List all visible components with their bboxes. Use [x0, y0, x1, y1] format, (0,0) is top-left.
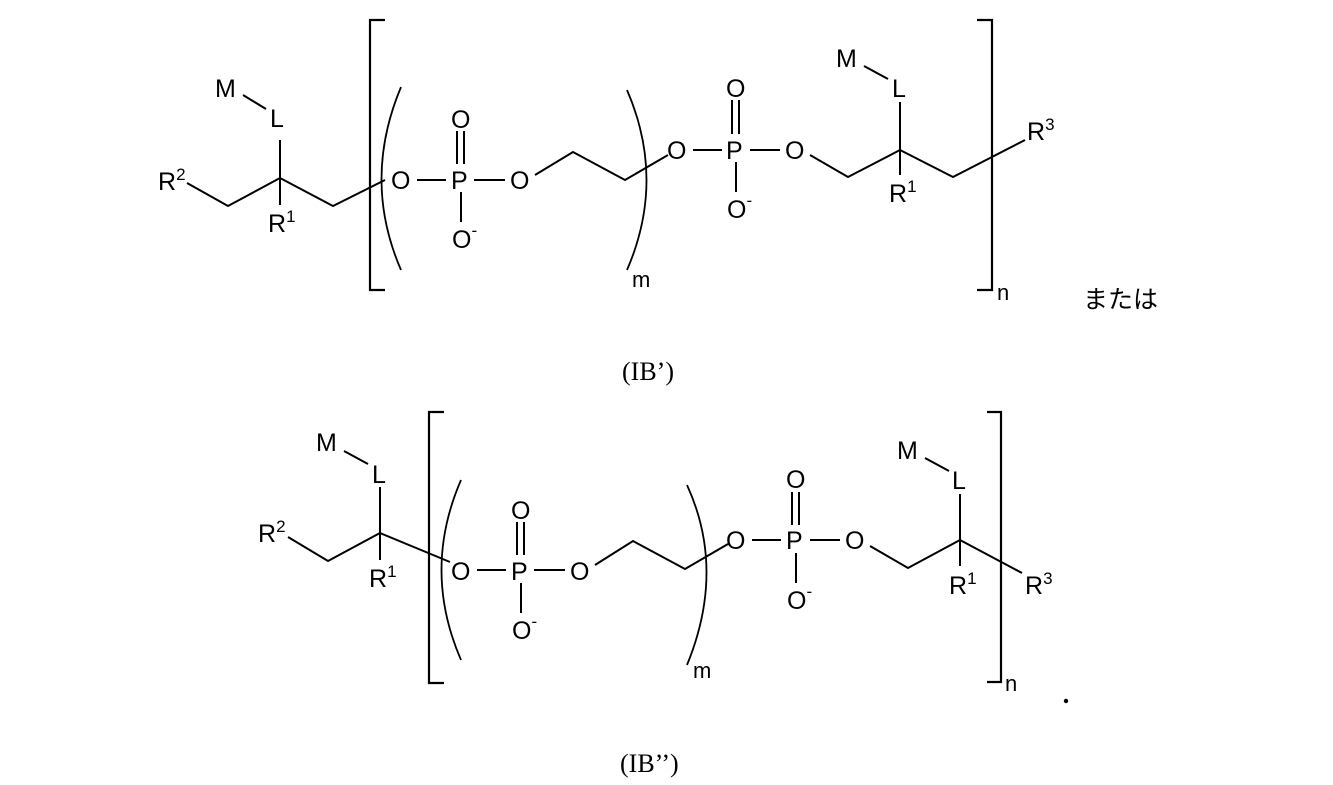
o3-label: O: [726, 527, 745, 555]
right-paren: [626, 89, 648, 271]
p2-label: P: [726, 137, 743, 165]
backbone-bond-left: [186, 176, 386, 208]
left-paren: [440, 479, 462, 661]
left-square-bracket: [427, 410, 444, 685]
m-l-bond-right: [863, 65, 889, 80]
l-label-left: L: [372, 461, 386, 489]
caption-ib-prime: (IB’): [622, 357, 674, 386]
m-l-bond-left: [343, 450, 369, 465]
p2-anion-label: O-: [727, 191, 752, 224]
o1-label: O: [391, 167, 410, 195]
right-square-bracket: [987, 410, 1003, 684]
left-paren: [380, 86, 402, 271]
r3-label: R3: [1027, 115, 1055, 146]
o2-label: O: [570, 558, 589, 586]
p1-label: P: [451, 167, 468, 195]
o3-label: O: [667, 137, 686, 165]
m-label-left: M: [316, 429, 337, 457]
terminal-period: [1063, 698, 1069, 704]
m-l-bond-right: [924, 457, 950, 472]
r2-label: R2: [258, 517, 286, 548]
ethylene-bond: [594, 539, 729, 571]
r3-label: R3: [1025, 569, 1053, 600]
repeat-m-label: m: [693, 658, 711, 683]
m-label-right: M: [897, 437, 918, 465]
right-square-bracket: [977, 18, 994, 292]
repeat-n-label: n: [997, 280, 1009, 305]
p1-anion-label: O-: [512, 612, 537, 645]
left-square-bracket: [368, 18, 385, 292]
r2-label: R2: [158, 165, 186, 196]
r1-label-left: R1: [268, 207, 296, 238]
conjunction-label: または: [1083, 285, 1158, 314]
ethylene-bond: [534, 150, 669, 182]
o4-label: O: [845, 527, 864, 555]
l-label-right: L: [892, 75, 906, 103]
r1-label-left: R1: [369, 562, 397, 593]
repeat-n-label: n: [1005, 671, 1017, 696]
l-label-right: L: [952, 467, 966, 495]
p2-label: P: [786, 527, 803, 555]
structure-ib-prime: R2 M L R1 O P O O- O m O P O O-: [158, 18, 1158, 386]
p1-oxo-label: O: [511, 497, 530, 525]
r1-label-right: R1: [949, 569, 977, 600]
o4-label: O: [785, 137, 804, 165]
right-paren: [686, 484, 708, 666]
p2-oxo-label: O: [786, 466, 805, 494]
p1-oxo-label: O: [451, 106, 470, 134]
backbone-bond-right: [869, 538, 1023, 574]
m-label-left: M: [215, 75, 236, 103]
p1-label: P: [511, 558, 528, 586]
m-l-bond-left: [242, 94, 267, 110]
m-label-right: M: [836, 45, 857, 73]
repeat-m-label: m: [632, 267, 650, 292]
r1-label-right: R1: [889, 177, 917, 208]
o1-label: O: [451, 558, 470, 586]
p2-oxo-label: O: [726, 75, 745, 103]
p1-anion-label: O-: [452, 221, 477, 254]
p2-anion-label: O-: [787, 582, 812, 615]
caption-ib-double-prime: (IB’’): [620, 749, 679, 778]
structure-ib-double-prime: R2 M L R1 O P O O- O m O P O O- O M: [258, 410, 1069, 778]
backbone-bond-left: [287, 531, 451, 563]
o2-label: O: [510, 167, 529, 195]
l-label-left: L: [270, 105, 284, 133]
